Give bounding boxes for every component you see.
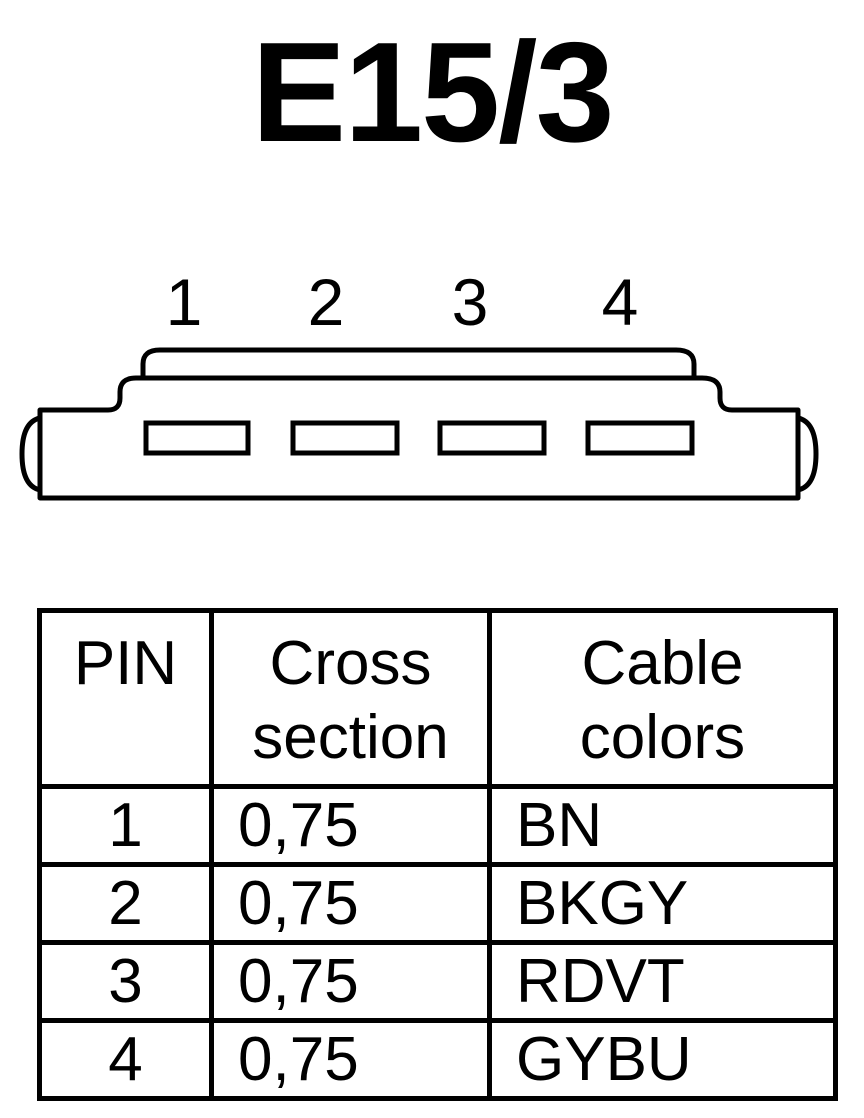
- header-pin: PIN: [37, 608, 214, 789]
- table-row: 4 0,75 GYBU: [37, 1018, 838, 1101]
- pin-slot: [585, 420, 695, 456]
- pin-number-label: 1: [165, 265, 203, 339]
- pinout-table: PIN Cross section Cable colors 1 0,75 BN…: [37, 608, 838, 1101]
- pin-slot: [437, 420, 547, 456]
- connector-body-outline: [37, 375, 801, 501]
- pin-number-labels: 1 2 3 4: [0, 262, 864, 342]
- cell-cable-color: BKGY: [487, 862, 838, 945]
- cell-cable-color: GYBU: [487, 1018, 838, 1101]
- header-cable-colors: Cable colors: [487, 608, 838, 789]
- header-color-line1: Cable: [581, 629, 744, 698]
- connector-top-ridge: [140, 347, 697, 378]
- connector-housing-drawing: [19, 347, 819, 501]
- table-row: 1 0,75 BN: [37, 784, 838, 867]
- right-latch: [797, 415, 819, 493]
- header-color-line2: colors: [579, 703, 746, 772]
- left-latch: [19, 415, 41, 493]
- header-cross-section: Cross section: [209, 608, 492, 789]
- cell-cross-section: 0,75: [209, 784, 492, 867]
- table-header-row: PIN Cross section Cable colors: [37, 608, 838, 789]
- table-row: 2 0,75 BKGY: [37, 862, 838, 945]
- cell-cable-color: RDVT: [487, 940, 838, 1023]
- pin-slot: [290, 420, 400, 456]
- cell-pin: 3: [37, 940, 214, 1023]
- cell-cross-section: 0,75: [209, 862, 492, 945]
- cell-cable-color: BN: [487, 784, 838, 867]
- pin-number-label: 3: [451, 265, 489, 339]
- pin-slot: [143, 420, 251, 456]
- table-row: 3 0,75 RDVT: [37, 940, 838, 1023]
- pin-number-label: 2: [307, 265, 345, 339]
- pin-number-label: 4: [601, 265, 639, 339]
- connector-title: E15/3: [251, 13, 614, 172]
- header-cross-line2: section: [252, 703, 449, 772]
- header-cross-line1: Cross: [269, 629, 432, 698]
- header-pin-label: PIN: [73, 629, 178, 698]
- cell-pin: 2: [37, 862, 214, 945]
- cell-pin: 1: [37, 784, 214, 867]
- cell-cross-section: 0,75: [209, 940, 492, 1023]
- cell-pin: 4: [37, 1018, 214, 1101]
- cell-cross-section: 0,75: [209, 1018, 492, 1101]
